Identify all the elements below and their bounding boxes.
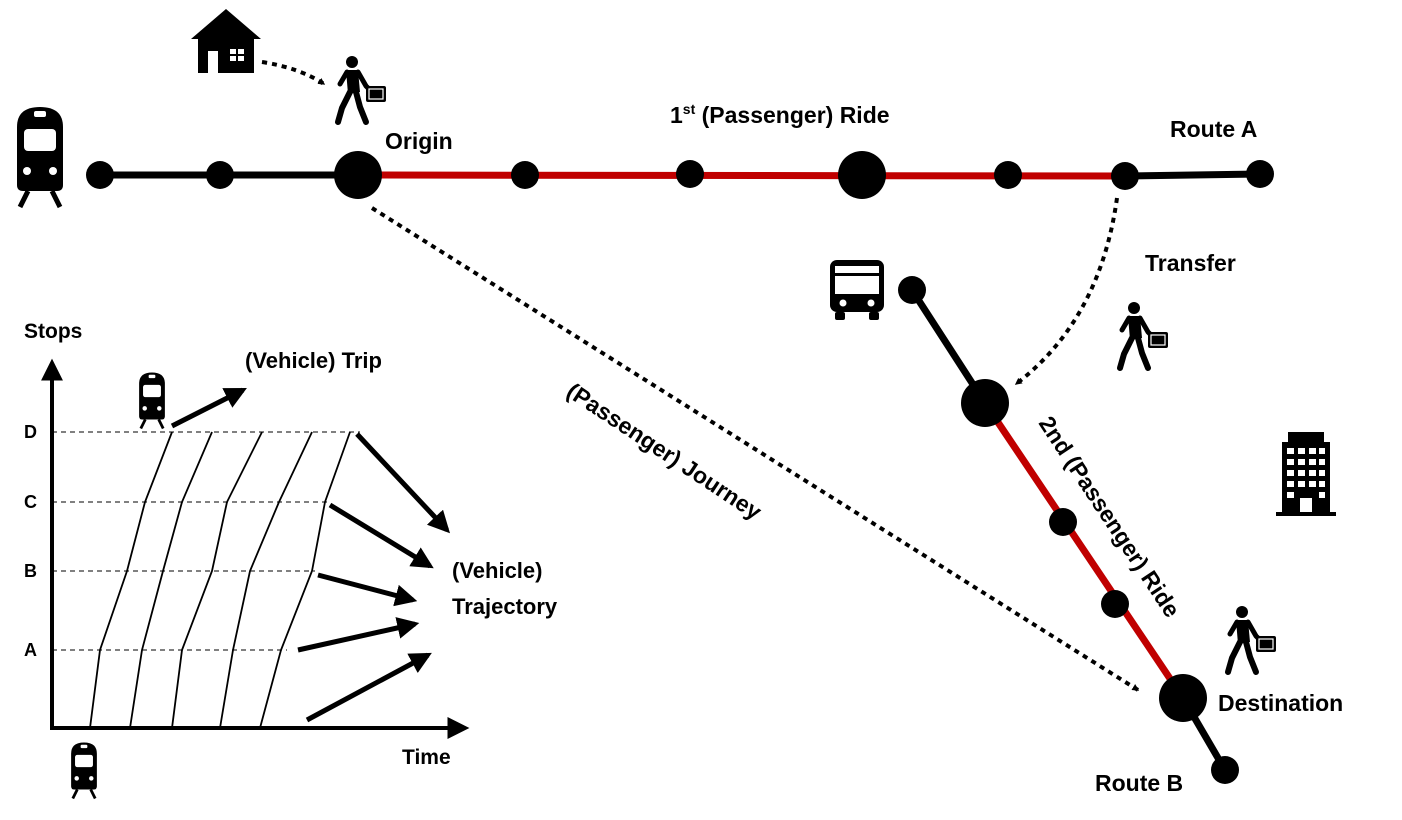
stop-label-d: D [24,422,37,442]
walking-person-origin-icon [338,56,386,122]
transfer-stop-route-b [961,379,1009,427]
train-icon-inset-bottom [69,741,99,800]
journey-label: (Passenger) Journey [562,377,766,524]
vehicle-trip-label: (Vehicle) Trip [245,348,382,373]
route-a-stop [994,161,1022,189]
train-icon-inset-top [137,371,167,430]
trajectory-line [219,431,313,729]
origin-stop [334,151,382,199]
vehicle-trajectory-label-line1: (Vehicle) [452,558,542,583]
stop-gridlines [52,431,360,651]
walking-person-transfer-icon [1120,302,1168,368]
transfer-label: Transfer [1145,250,1236,276]
home-to-origin-arrow [261,60,326,86]
route-a-stop [511,161,539,189]
walking-person-destination-icon [1228,606,1276,672]
time-space-inset: Stops Time D C B A (Vehicle) Trip ( [24,320,558,800]
route-a-label: Route A [1170,116,1257,142]
stop-label-c: C [24,492,37,512]
stop-label-b: B [24,561,37,581]
house-icon [190,8,262,74]
trajectory-line [171,431,263,729]
transfer-arrow [1014,197,1119,386]
stops-axis-label: Stops [24,320,82,343]
route-b-label: Route B [1095,770,1183,796]
route-b-stop [1211,756,1239,784]
trajectory-pointer-arrows [297,432,451,723]
train-icon [17,107,63,207]
time-axis-label: Time [402,746,451,769]
destination-stop [1159,674,1207,722]
route-b-stop [1049,508,1077,536]
first-ride-label: 1st (Passenger) Ride [670,101,890,128]
route-a-major-stop [838,151,886,199]
route-a-stop [676,160,704,188]
journey-arrow [370,206,1140,692]
route-a-stop [206,161,234,189]
route-a-stop [86,161,114,189]
stop-label-a: A [24,640,37,660]
vehicle-trajectory-label-line2: Trajectory [452,594,558,619]
trip-pointer-arrow [170,387,247,429]
route-a-stop [1246,160,1274,188]
route-b-stop [898,276,926,304]
route-a-stops [86,151,1274,199]
vehicle-trajectories [89,431,351,729]
trajectory-line [89,431,173,729]
trajectory-line [259,431,351,729]
origin-label: Origin [385,128,453,154]
bus-icon [830,260,884,320]
office-building-icon [1276,432,1336,516]
route-b-stop [1101,590,1129,618]
transfer-stop-route-a [1111,162,1139,190]
trajectory-line [129,431,213,729]
destination-label: Destination [1218,690,1343,716]
route-b-stops [898,276,1239,784]
